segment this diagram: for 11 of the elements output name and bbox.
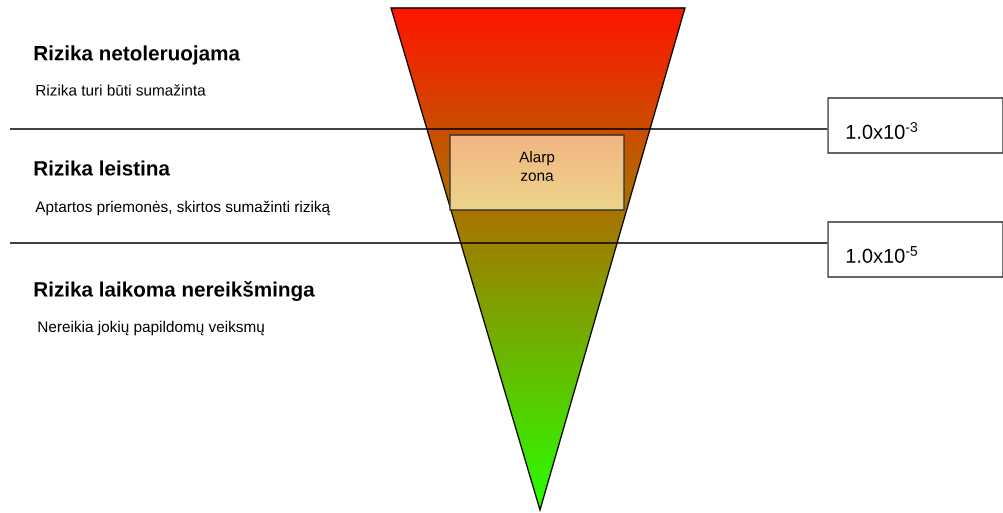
heading: Rizika netoleruojama (34, 45, 241, 65)
heading: Rizika laikoma nereikšminga (34, 281, 315, 301)
description-text: Aptartos priemonės, skirtos sumažinti riziką (35, 200, 331, 216)
divider-line (9, 128, 829, 130)
value-box: 1.0x10$^{-3}$ (827, 97, 1003, 154)
divider-line (9, 242, 829, 244)
zone-box: Alarp zona (449, 134, 625, 211)
description-text: Nereikia jokių papildomų veiksmų (38, 320, 264, 336)
description-text: Rizika turi būti sumažinta (36, 84, 206, 96)
value-box: 1.0x10$^{-5}$ (827, 221, 1003, 278)
heading: Rizika leistina (34, 160, 171, 176)
